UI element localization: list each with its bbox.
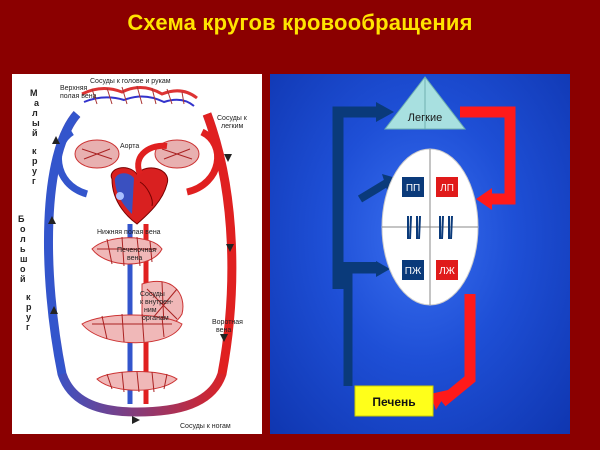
svg-text:р: р (32, 156, 38, 166)
label-internal-vessels-3: ним (144, 307, 157, 314)
valves (407, 215, 453, 240)
label-superior-vena-cava-2: полая вена (60, 93, 97, 100)
svg-text:у: у (26, 312, 31, 322)
liver-capillaries (81, 236, 184, 344)
arterial-path (430, 106, 516, 410)
leg-capillaries (96, 371, 178, 393)
left-atrium-label: ЛП (440, 183, 454, 194)
svg-text:у: у (32, 166, 37, 176)
liver-shape: Печень (354, 385, 434, 417)
svg-text:й: й (32, 128, 38, 138)
label-lung-vessels-2: легким (221, 123, 244, 130)
svg-text:л: л (20, 234, 26, 244)
side-label-small-circle: М а л ы й к р у г (30, 88, 40, 186)
svg-text:л: л (32, 108, 38, 118)
slide-title: Схема кругов кровообращения (127, 10, 473, 35)
label-hepatic-vein-2: вена (127, 255, 142, 262)
label-hepatic-vein-1: Печеночная (117, 247, 156, 254)
right-ventricle-label: ПЖ (405, 266, 422, 277)
svg-text:а: а (34, 98, 40, 108)
svg-text:М: М (30, 88, 38, 98)
lungs-shape: Легкие (383, 76, 467, 130)
anatomical-diagram-svg: Сосуды к голове и рукам Верхняя полая ве… (18, 78, 248, 430)
label-portal-vein-2: вена (216, 327, 231, 334)
right-atrium-label: ПП (406, 183, 420, 194)
right-ventricle-box (402, 260, 424, 280)
label-aorta: Аорта (120, 143, 139, 150)
svg-text:г: г (26, 322, 30, 332)
svg-text:р: р (26, 302, 32, 312)
side-label-large-circle: Б о л ь ш о й к р у г (18, 214, 32, 332)
svg-text:Б: Б (18, 214, 25, 224)
left-ventricle-box (436, 260, 458, 280)
schematic-diagram-svg: Легкие ПП ЛП ПЖ ЛЖ П (332, 76, 516, 417)
svg-text:о: о (20, 224, 26, 234)
label-superior-vena-cava-1: Верхняя (60, 85, 88, 92)
heart (110, 167, 169, 225)
label-internal-vessels-1: Сосуды (140, 291, 165, 298)
heart-schematic: ПП ЛП ПЖ ЛЖ (381, 148, 479, 306)
venous-path (332, 102, 396, 386)
anatomical-circulation-diagram: Сосуды к голове и рукам Верхняя полая ве… (12, 74, 262, 434)
left-ventricle-label: ЛЖ (439, 266, 456, 277)
head-capillaries (81, 85, 198, 107)
label-inferior-vena-cava: Нижняя полая вена (97, 229, 161, 236)
svg-text:о: о (20, 264, 26, 274)
label-portal-vein-1: Воротная (212, 319, 243, 326)
svg-text:к: к (32, 146, 37, 156)
schematic-circulation-diagram: Легкие ПП ЛП ПЖ ЛЖ П (270, 74, 570, 434)
label-head-vessels: Сосуды к голове и рукам (90, 78, 171, 85)
lungs-label: Легкие (408, 112, 442, 124)
svg-text:ь: ь (20, 244, 26, 254)
svg-text:ш: ш (20, 254, 28, 264)
svg-text:ы: ы (32, 118, 40, 128)
label-internal-vessels-4: органам (142, 315, 169, 322)
svg-text:г: г (32, 176, 36, 186)
label-internal-vessels-2: к внутрен- (140, 299, 174, 306)
liver-label: Печень (372, 395, 415, 409)
right-atrium-box (402, 177, 424, 197)
svg-text:й: й (20, 274, 26, 284)
label-leg-vessels: Сосуды к ногам (180, 423, 231, 430)
left-atrium-box (436, 177, 458, 197)
pulmonary-loop (55, 128, 221, 198)
label-lung-vessels-1: Сосуды к (217, 115, 248, 122)
svg-text:к: к (26, 292, 31, 302)
